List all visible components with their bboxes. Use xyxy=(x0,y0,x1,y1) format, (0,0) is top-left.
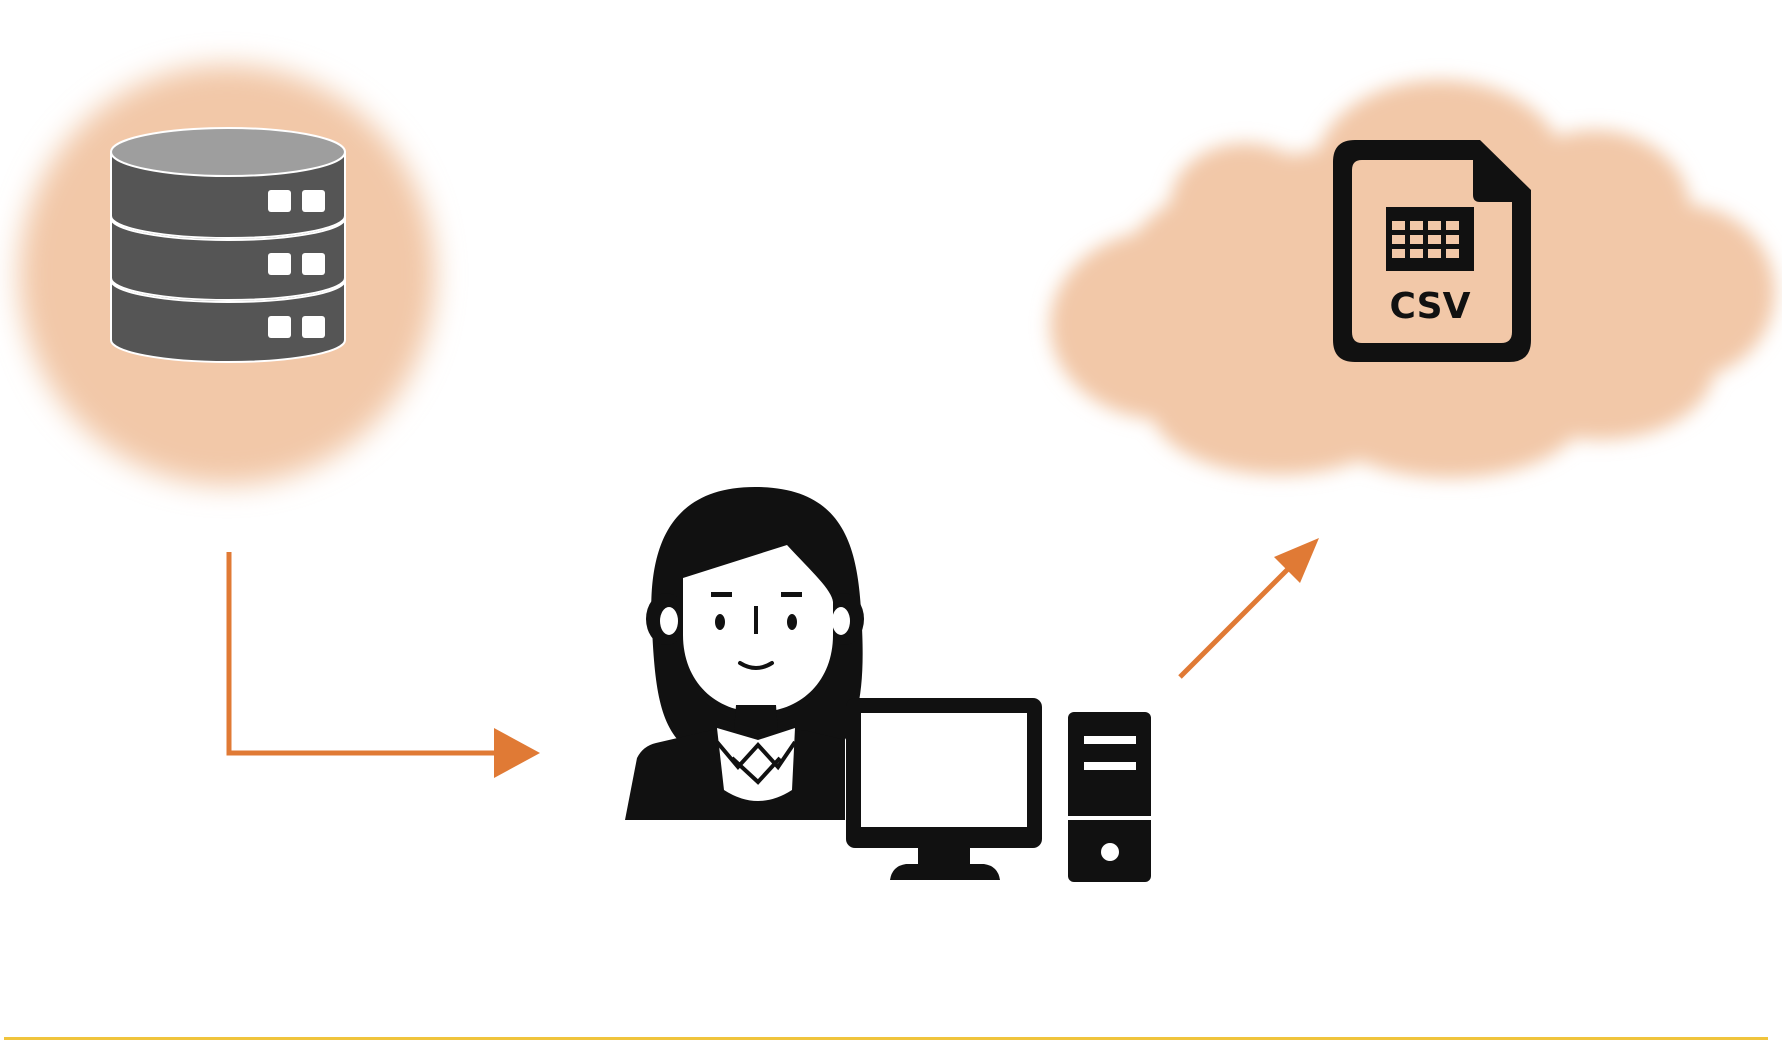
csv-file-icon: CSV xyxy=(1333,140,1531,362)
arrow-computer-to-cloud xyxy=(1178,538,1319,679)
desktop-computer-icon xyxy=(846,698,1151,882)
arrow-database-to-user xyxy=(226,552,540,778)
cloud-group: CSV xyxy=(1050,80,1775,478)
bottom-divider xyxy=(4,1037,1768,1040)
csv-file-label: CSV xyxy=(1390,286,1471,327)
database-icon xyxy=(110,127,346,363)
user-icon xyxy=(625,487,864,820)
database-group xyxy=(19,65,435,485)
